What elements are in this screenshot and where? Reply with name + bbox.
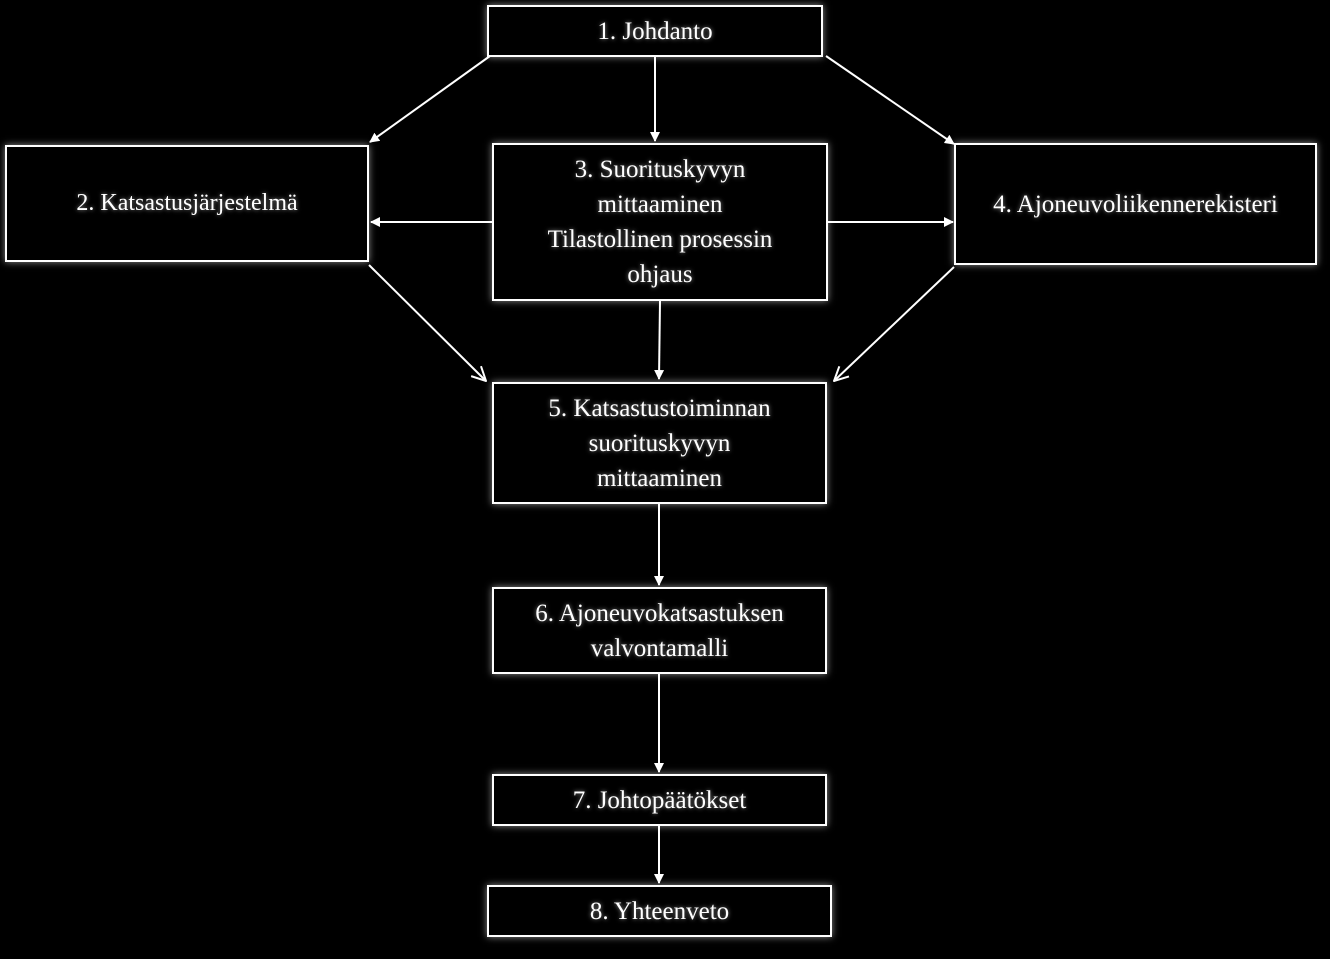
node-johdanto: 1. Johdanto [487,5,823,57]
node-label-line: 5. Katsastustoiminnan [548,394,771,422]
node-label: 2. Katsastusjärjestelmä [76,190,298,216]
arrow-n4-to-n5 [834,266,955,381]
node-yhteenveto: 8. Yhteenveto [487,885,832,937]
node-label: 1. Johdanto [597,17,713,45]
arrow-n3-to-n5 [654,300,665,380]
node-johtopaatokset: 7. Johtopäätökset [492,774,827,826]
node-label: 4. Ajoneuvoliikennerekisteri [993,190,1278,218]
node-ajoneuvoliikennerekisteri: 4. Ajoneuvoliikennerekisteri [954,143,1317,265]
node-label-line: 3. Suorituskyvyn [574,156,746,183]
node-label-line: valvontamalli [590,634,729,662]
node-label-line: ohjaus [627,261,693,288]
arrow-n1-to-n4 [825,55,955,145]
node-suorituskyvyn-mittaaminen: 3. Suorituskyvyn mittaaminen Tilastollin… [492,143,828,301]
node-label: 7. Johtopäätökset [572,786,747,814]
node-label: 8. Yhteenveto [589,897,730,925]
node-label-line: suorituskyvyn [588,429,731,457]
node-valvontamalli: 6. Ajoneuvokatsastuksen valvontamalli [492,587,827,674]
node-katsastusjarjestelma: 2. Katsastusjärjestelmä [5,145,369,262]
node-label-line: mittaaminen [597,464,722,492]
arrow-n2-to-n5 [368,264,486,381]
node-katsastustoiminnan-suorituskyky: 5. Katsastustoiminnan suorituskyvyn mitt… [492,382,827,504]
node-label-line: mittaaminen [597,191,723,218]
arrow-n1-to-n2 [369,55,491,143]
node-label-line: 6. Ajoneuvokatsastuksen [535,599,784,627]
node-label-line: Tilastollinen prosessin [547,226,773,253]
